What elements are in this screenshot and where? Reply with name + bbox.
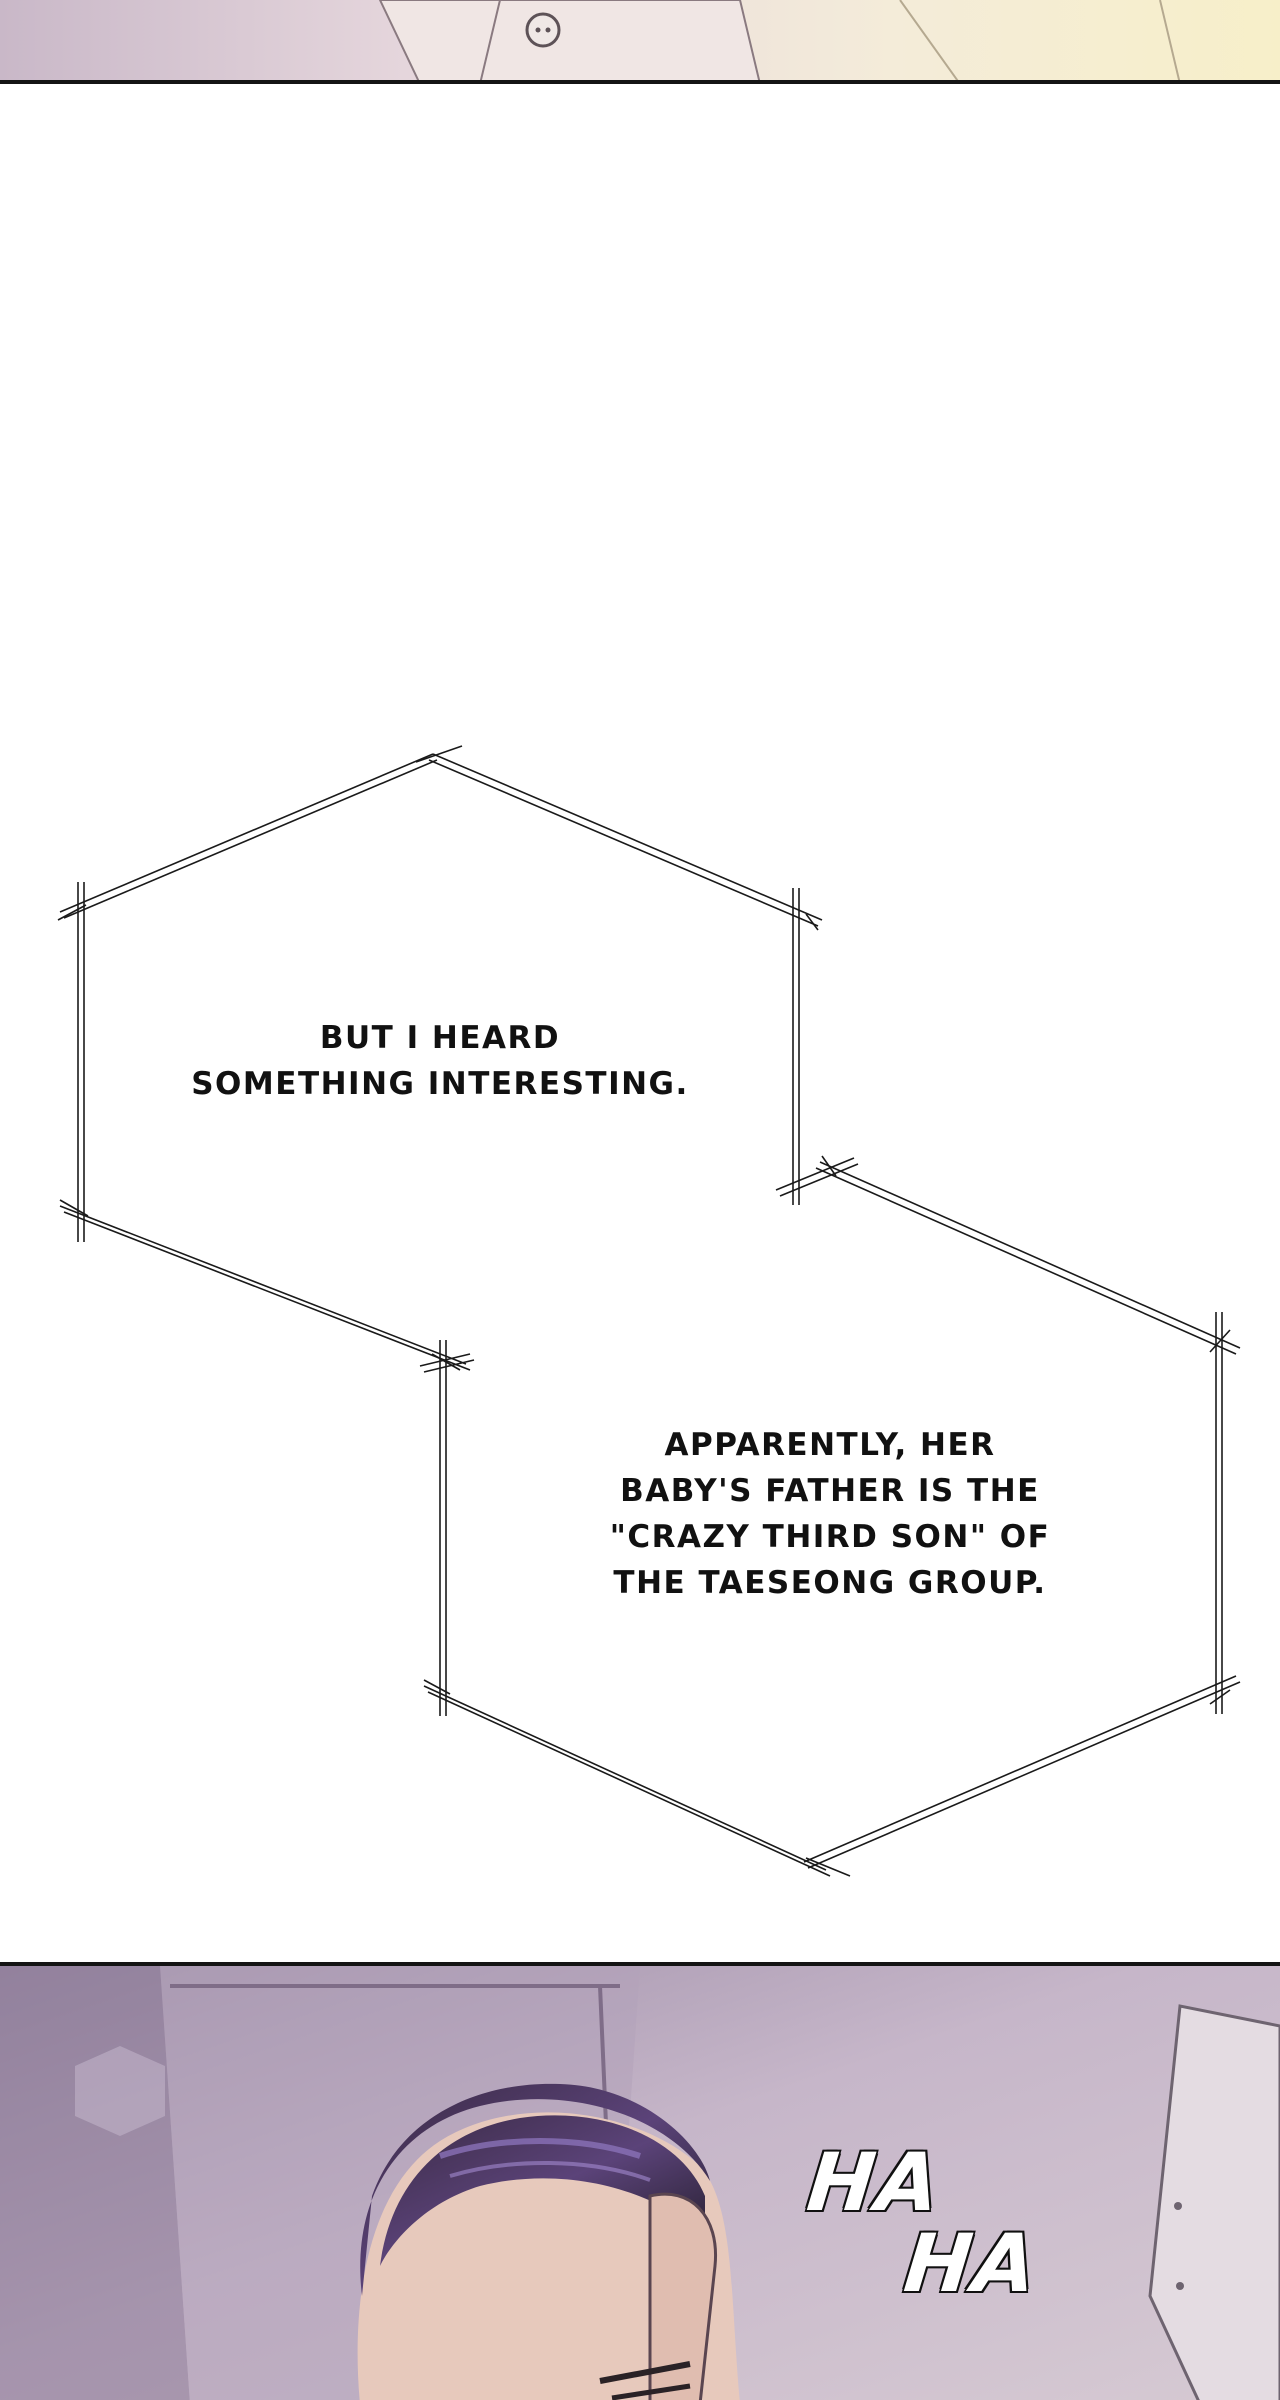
sfx-laugh-1: HA xyxy=(802,2135,948,2231)
top-panel-art xyxy=(0,0,1280,80)
sfx-laugh-2: HA xyxy=(899,2216,1045,2312)
narration-text-2: APPARENTLY, HER BABY'S FATHER IS THE "CR… xyxy=(609,1427,1051,1601)
narration-text-1: BUT I HEARD SOMETHING INTERESTING. xyxy=(191,1020,689,1102)
narration-box-2 xyxy=(419,1155,1241,1877)
top-panel xyxy=(0,0,1280,84)
hexagon-decoration-icon xyxy=(75,2046,165,2136)
bottom-panel xyxy=(0,1962,1280,2400)
bottom-panel-art xyxy=(0,1966,1280,2400)
shirt-button-icon xyxy=(525,12,561,48)
narration-box-1 xyxy=(57,745,823,1371)
